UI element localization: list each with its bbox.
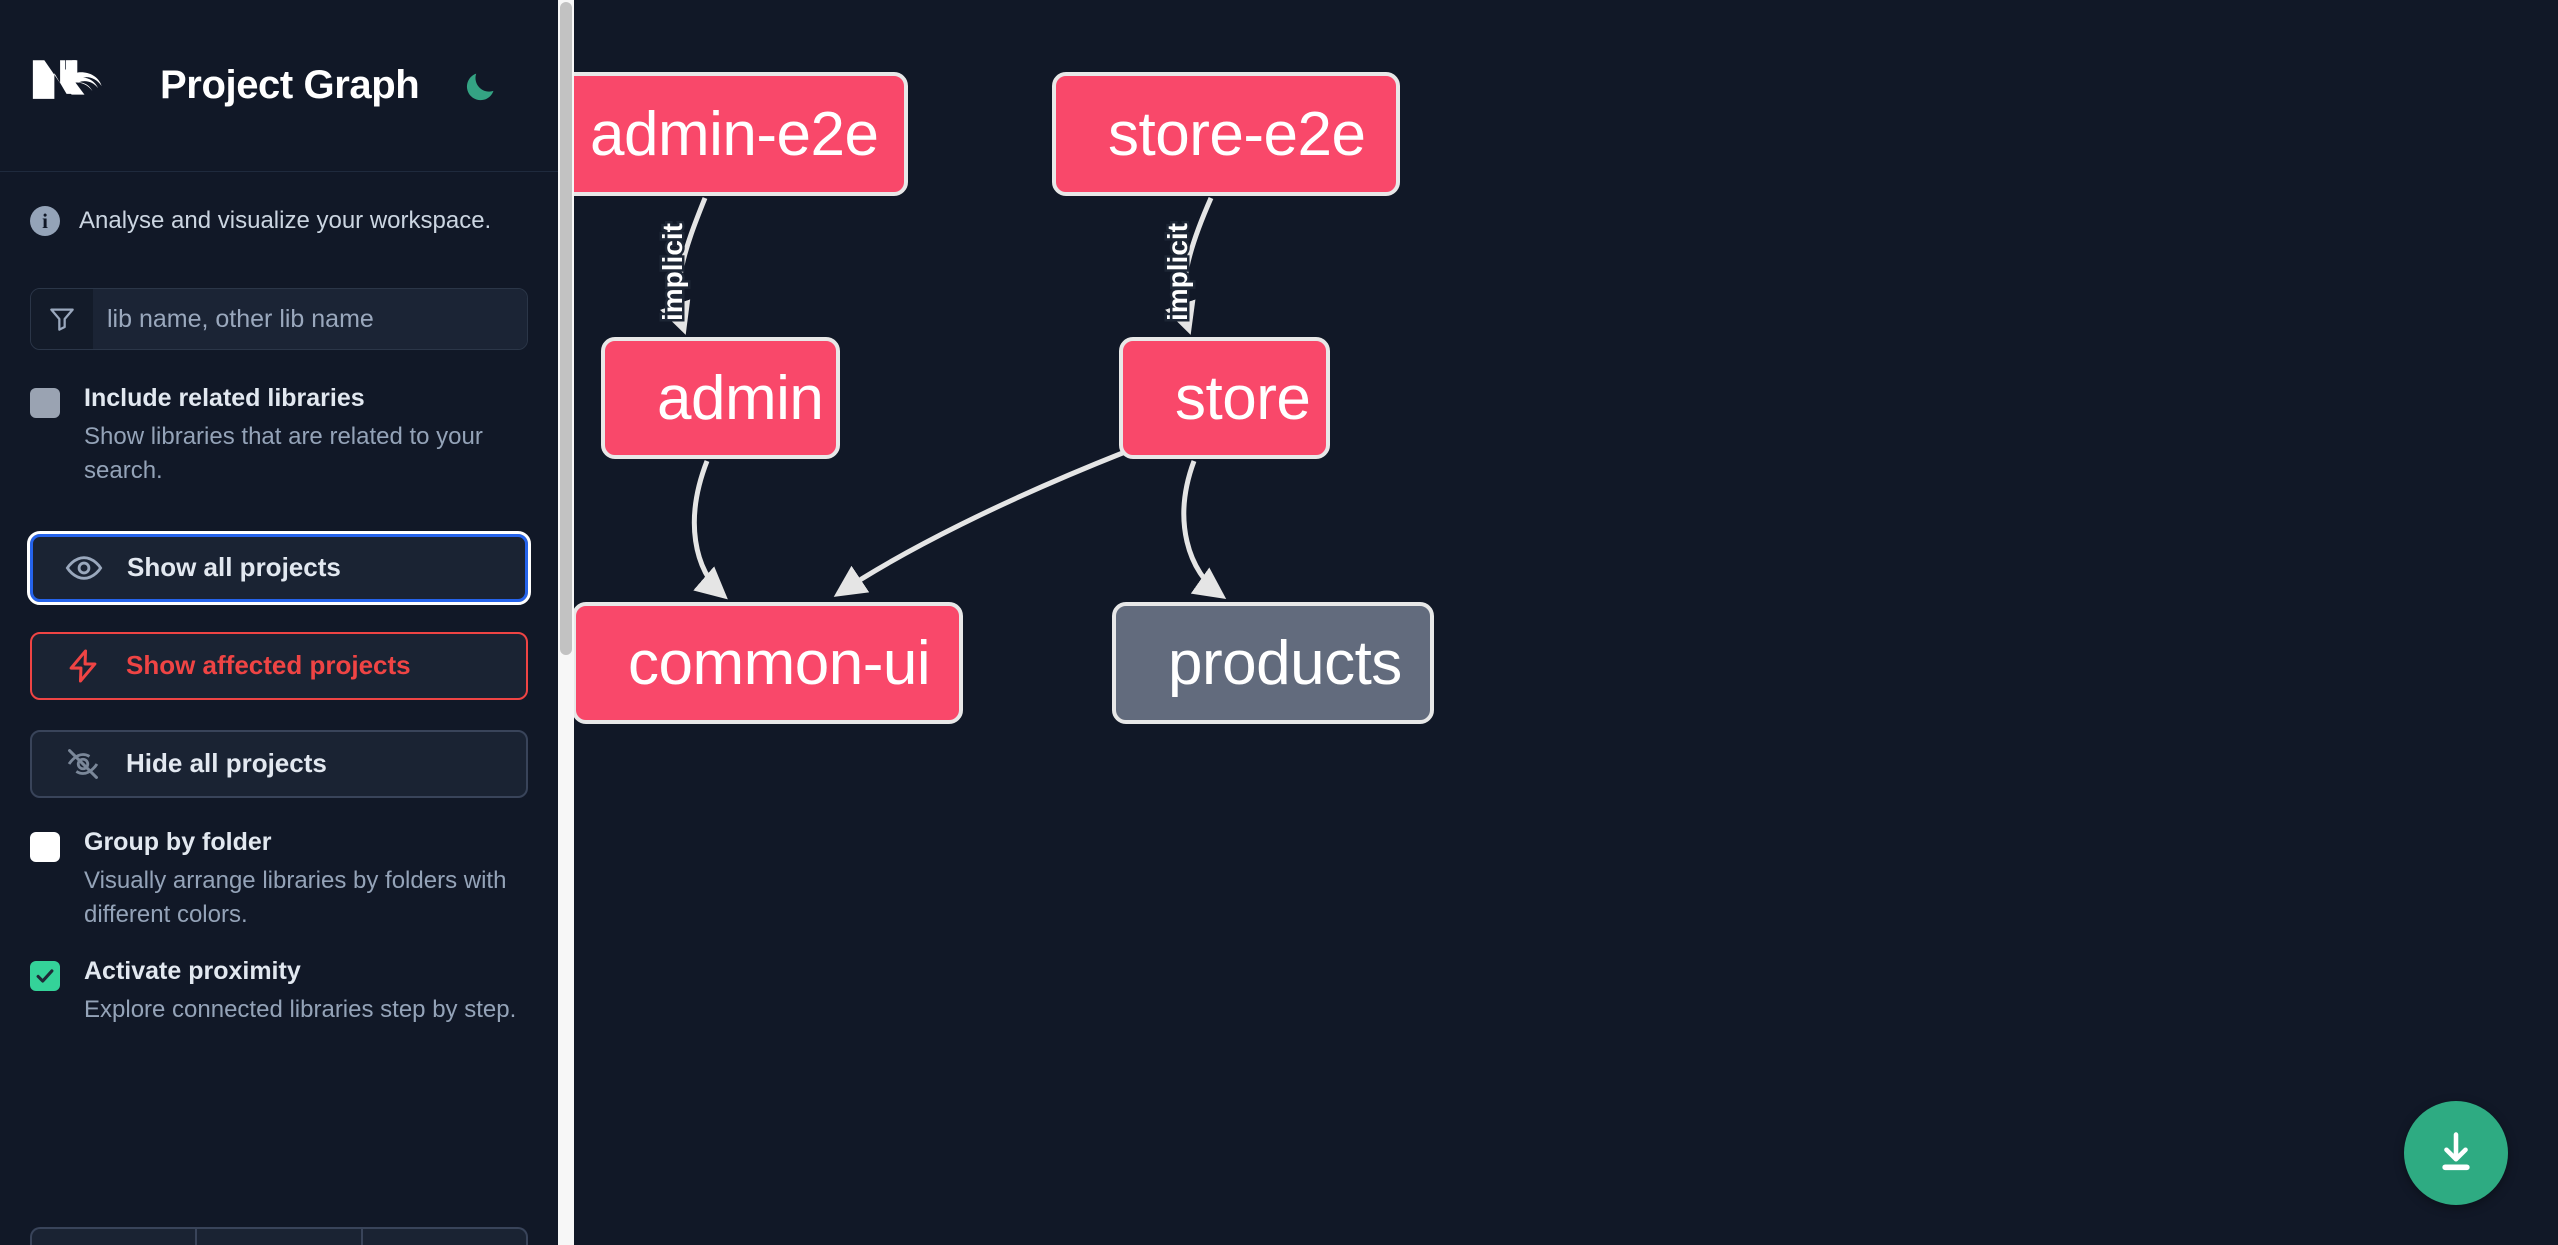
graph-node-store-e2e[interactable]: store-e2e: [1052, 72, 1400, 196]
graph-node-products[interactable]: products: [1112, 602, 1434, 724]
nx-logo: [32, 59, 102, 99]
graph-node-admin-e2e[interactable]: admin-e2e: [574, 72, 908, 196]
download-image-button[interactable]: [2404, 1101, 2508, 1205]
show-affected-projects-label: Show affected projects: [126, 650, 411, 681]
sidebar: Project Graph i Analyse and visualize yo…: [0, 0, 558, 1245]
edge-label-implicit-store: implicit: [1160, 220, 1196, 323]
graph-node-store[interactable]: store: [1119, 337, 1330, 459]
option-title: Group by folder: [84, 827, 272, 856]
edge-store-to-products: [1181, 460, 1227, 599]
graph-node-admin[interactable]: admin: [601, 337, 840, 459]
option-description: Visually arrange libraries by folders wi…: [84, 866, 507, 928]
sidebar-body: i Analyse and visualize your workspace. …: [0, 206, 558, 1027]
option-group-by-folder[interactable]: Group by folder Visually arrange librari…: [30, 828, 528, 932]
show-all-projects-label: Show all projects: [127, 552, 341, 583]
node-label: products: [1168, 628, 1402, 698]
download-icon: [2442, 1132, 2470, 1171]
edge-admin-to-common-ui: [691, 460, 728, 600]
node-label: store: [1175, 363, 1311, 433]
checkbox-group-by-folder[interactable]: [30, 831, 60, 862]
segment-1[interactable]: [32, 1229, 198, 1245]
tagline-text: Analyse and visualize your workspace.: [79, 207, 492, 234]
edge-admin-e2e-to-admin: [660, 197, 708, 335]
option-title: Activate proximity: [84, 956, 301, 985]
page-title: Project Graph: [160, 63, 420, 107]
check-icon: [36, 969, 54, 983]
edge-store-e2e-to-store: [1165, 196, 1214, 335]
eye-icon: [65, 556, 103, 580]
graph-canvas[interactable]: implicit implicit admin-e2e store-e2e ad…: [574, 0, 2558, 1245]
sidebar-scrollbar-thumb[interactable]: [560, 2, 572, 655]
node-label: admin: [657, 363, 824, 433]
show-affected-projects-button[interactable]: Show affected projects: [30, 631, 528, 700]
edge-label-implicit-admin: implicit: [655, 220, 691, 323]
hide-all-projects-button[interactable]: Hide all projects: [30, 729, 528, 798]
search-field[interactable]: [30, 288, 528, 350]
workspace-tagline: i Analyse and visualize your workspace.: [30, 206, 528, 236]
graph-edges: implicit implicit: [655, 196, 1227, 600]
graph-node-common-ui[interactable]: common-ui: [574, 602, 963, 724]
segment-3[interactable]: [363, 1229, 526, 1245]
text-filter-segmented-control[interactable]: [30, 1227, 528, 1245]
lightning-bolt-icon: [69, 649, 97, 683]
info-icon: i: [30, 206, 60, 236]
eye-off-icon: [67, 748, 99, 779]
svg-text:implicit: implicit: [1162, 223, 1193, 321]
segment-2[interactable]: [197, 1229, 363, 1245]
option-include-related-libraries[interactable]: Include related libraries Show libraries…: [30, 384, 528, 488]
show-all-projects-button[interactable]: Show all projects: [27, 530, 531, 605]
checkbox-activate-proximity[interactable]: [30, 960, 60, 991]
option-text: Include related libraries Show libraries…: [84, 384, 524, 488]
checkbox-include-related-libraries[interactable]: [30, 388, 60, 418]
option-activate-proximity[interactable]: Activate proximity Explore connected lib…: [30, 957, 528, 1027]
visibility-button-group: Show all projects Show affected projects…: [27, 530, 531, 798]
node-label: admin-e2e: [590, 99, 879, 169]
node-label: common-ui: [628, 628, 931, 698]
sidebar-scrollbar-track[interactable]: [558, 0, 574, 1245]
node-label: store-e2e: [1108, 99, 1366, 169]
option-title: Include related libraries: [84, 384, 365, 412]
filter-icon: [31, 289, 93, 349]
moon-icon[interactable]: [459, 65, 501, 107]
option-text: Activate proximity Explore connected lib…: [84, 957, 516, 1027]
search-input[interactable]: [93, 289, 527, 349]
hide-all-projects-label: Hide all projects: [126, 748, 327, 779]
sidebar-header: Project Graph: [0, 0, 558, 172]
option-description: Explore connected libraries step by step…: [84, 995, 517, 1023]
svg-text:implicit: implicit: [657, 223, 688, 321]
funnel-glyph: [50, 308, 74, 331]
moon-glyph: [467, 73, 494, 100]
edge-store-to-common-ui: [833, 449, 1126, 597]
option-description: Show libraries that are related to your …: [84, 422, 483, 484]
option-text: Group by folder Visually arrange librari…: [84, 828, 524, 932]
